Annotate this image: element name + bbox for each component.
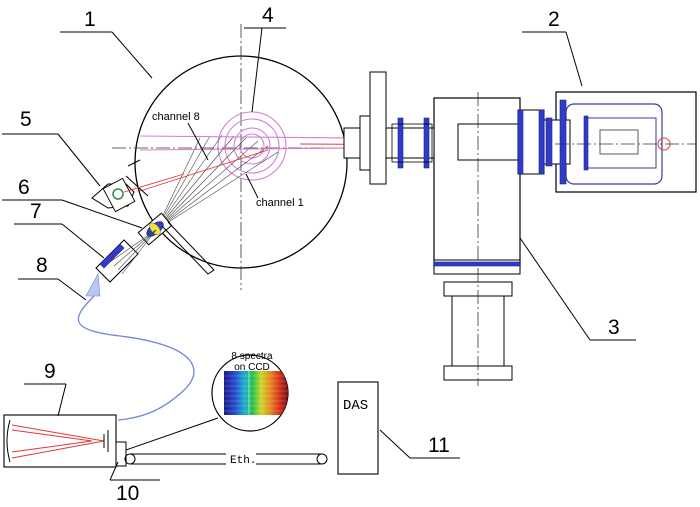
- callout-6-number: 6: [18, 176, 30, 199]
- callout-11: 11: [379, 429, 460, 459]
- callout-2-number: 2: [548, 8, 560, 31]
- callout-9: 9: [24, 360, 67, 417]
- ccd-caption-line1: 8 spectra: [231, 351, 273, 362]
- callout-6: 6: [2, 176, 143, 229]
- callout-1: 1: [60, 8, 153, 79]
- window-lens: [137, 212, 215, 275]
- data-acquisition-system: DAS: [337, 381, 379, 475]
- ccd-spectra-inset: 8 spectra on CCD: [211, 351, 289, 432]
- ethernet-link: Eth.: [124, 453, 328, 467]
- das-label: DAS: [343, 398, 368, 414]
- ccd-caption-line2: on CCD: [234, 362, 270, 373]
- callout-7: 7: [14, 200, 105, 259]
- ethernet-label: Eth.: [230, 455, 256, 467]
- callout-8: 8: [18, 254, 87, 301]
- callout-7-number: 7: [30, 200, 42, 223]
- callout-10-number: 10: [116, 482, 139, 505]
- vacuum-vessel: [112, 24, 372, 290]
- callout-10: 10: [109, 461, 160, 505]
- callout-1-number: 1: [84, 8, 96, 31]
- callout-4-number: 4: [262, 4, 274, 27]
- ccd-camera: [115, 417, 219, 467]
- callout-11-number: 11: [428, 434, 450, 457]
- callout-8-number: 8: [36, 254, 48, 277]
- callout-4: 4: [244, 4, 286, 113]
- observation-chords: [155, 134, 279, 231]
- neutraliser-tank: [433, 92, 545, 386]
- side-port: [91, 159, 185, 213]
- channel-1-label: channel 1: [256, 197, 304, 209]
- beam-injector: [539, 91, 697, 193]
- beam-duct: [343, 71, 435, 185]
- callout-3-number: 3: [608, 316, 620, 339]
- callout-5: 5: [2, 108, 101, 187]
- channel-8-label: channel 8: [152, 111, 200, 123]
- spectrometer: [3, 414, 117, 468]
- callout-5-number: 5: [20, 108, 32, 131]
- callout-3: 3: [519, 237, 636, 341]
- fiber-bundle: [77, 272, 195, 421]
- callout-9-number: 9: [44, 360, 56, 383]
- callout-2: 2: [522, 8, 583, 87]
- fiber-head: [95, 229, 157, 283]
